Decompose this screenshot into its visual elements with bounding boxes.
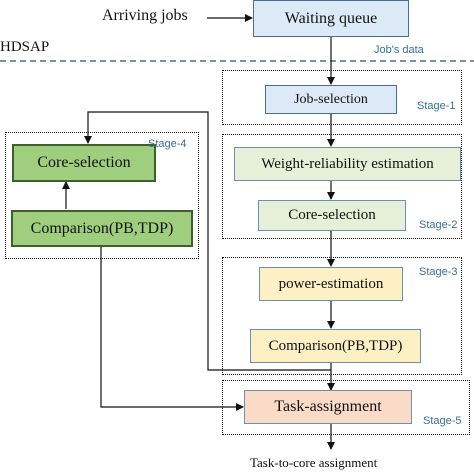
core-selection-stage4-box: Core-selection: [12, 144, 156, 182]
stage-1-label: Stage-1: [417, 100, 456, 112]
stage-3-container: [222, 257, 462, 375]
hdsap-label: HDSAP: [0, 39, 50, 55]
comparison-stage4-box: Comparison(PB,TDP): [11, 210, 193, 247]
stage-1-container: [222, 70, 462, 125]
stage-5-label: Stage-5: [423, 415, 462, 427]
weight-reliability-box: Weight-reliability estimation: [234, 147, 461, 181]
arrow-comparison4-to-task: [100, 247, 244, 411]
core-selection-stage2-box: Core-selection: [258, 200, 406, 231]
task-to-core-label: Task-to-core assignment: [250, 455, 378, 470]
stage-4-container: [5, 132, 199, 259]
stage-4-label: Stage-4: [148, 138, 187, 150]
stage-3-label: Stage-3: [419, 266, 458, 278]
stage-5-container: [222, 380, 470, 435]
task-assignment-box: Task-assignment: [244, 390, 412, 424]
stage-2-label: Stage-2: [419, 219, 458, 231]
jobs-data-label: Job's data: [374, 44, 424, 56]
stage-2-container: [222, 134, 462, 239]
waiting-queue-box: Waiting queue: [253, 0, 409, 37]
job-selection-box: Job-selection: [265, 85, 397, 114]
comparison-stage3-box: Comparison(PB,TDP): [250, 329, 421, 363]
power-estimation-box: power-estimation: [259, 267, 403, 301]
arriving-jobs-label: Arriving jobs: [102, 7, 188, 24]
arrow-loop-to-coresel4: [84, 111, 331, 371]
